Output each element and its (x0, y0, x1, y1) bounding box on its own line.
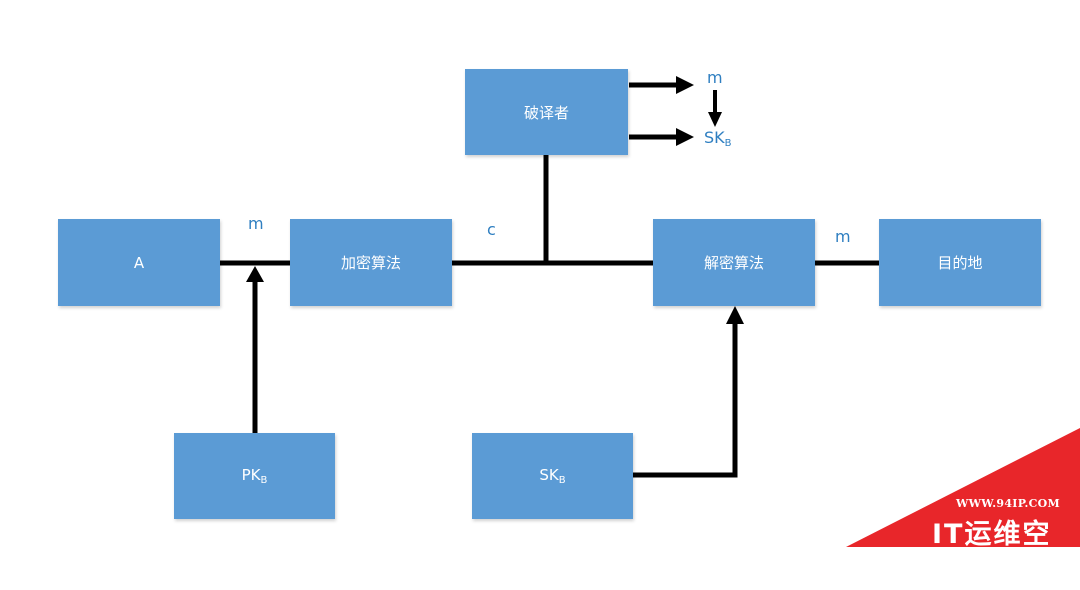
node-skb: SKB (472, 433, 633, 519)
edge-label-c: c (487, 220, 496, 239)
node-cracker: 破译者 (465, 69, 628, 155)
node-encrypt: 加密算法 (290, 219, 452, 306)
edge-label-m-decrypt-destination: m (835, 227, 851, 246)
arrowhead-m-to-skb (708, 112, 722, 127)
edge-label-m-a-encrypt: m (248, 214, 264, 233)
node-a: A (58, 219, 220, 306)
watermark-triangle (846, 428, 1080, 547)
node-encrypt-label: 加密算法 (340, 254, 401, 272)
node-pkb-sub: B (260, 475, 268, 486)
connector-lines (220, 76, 879, 478)
node-pkb: PKB (174, 433, 335, 519)
cracker-output-skb-sub: B (724, 138, 732, 149)
arrowhead-skb (726, 306, 744, 324)
node-pkb-label: PKB (242, 466, 268, 486)
node-destination-label: 目的地 (937, 254, 983, 272)
cracker-output-skb-main: SK (704, 128, 725, 147)
watermark-url: WWW.94IP.COM (956, 497, 1061, 510)
node-decrypt-label: 解密算法 (703, 254, 764, 272)
node-skb-label: SKB (539, 466, 565, 486)
arrow-skb-to-decrypt (633, 322, 738, 478)
node-cracker-label: 破译者 (523, 103, 569, 122)
node-a-label: A (133, 253, 145, 272)
arrowhead-cracker-m (676, 76, 694, 94)
node-decrypt: 解密算法 (653, 219, 815, 306)
arrowhead-pkb (246, 266, 264, 282)
cracker-output-m: m (707, 68, 723, 87)
node-skb-main: SK (539, 466, 559, 484)
node-skb-sub: B (558, 475, 566, 486)
node-destination: 目的地 (879, 219, 1041, 306)
encryption-diagram: A 加密算法 破译者 解密算法 目的地 PKB SKB m c m m SKB (58, 68, 1041, 519)
arrowhead-cracker-skb (676, 128, 694, 146)
watermark-brand: IT运维空间 (932, 519, 1052, 589)
node-pkb-main: PK (241, 466, 261, 484)
cracker-output-skb: SKB (704, 130, 732, 152)
